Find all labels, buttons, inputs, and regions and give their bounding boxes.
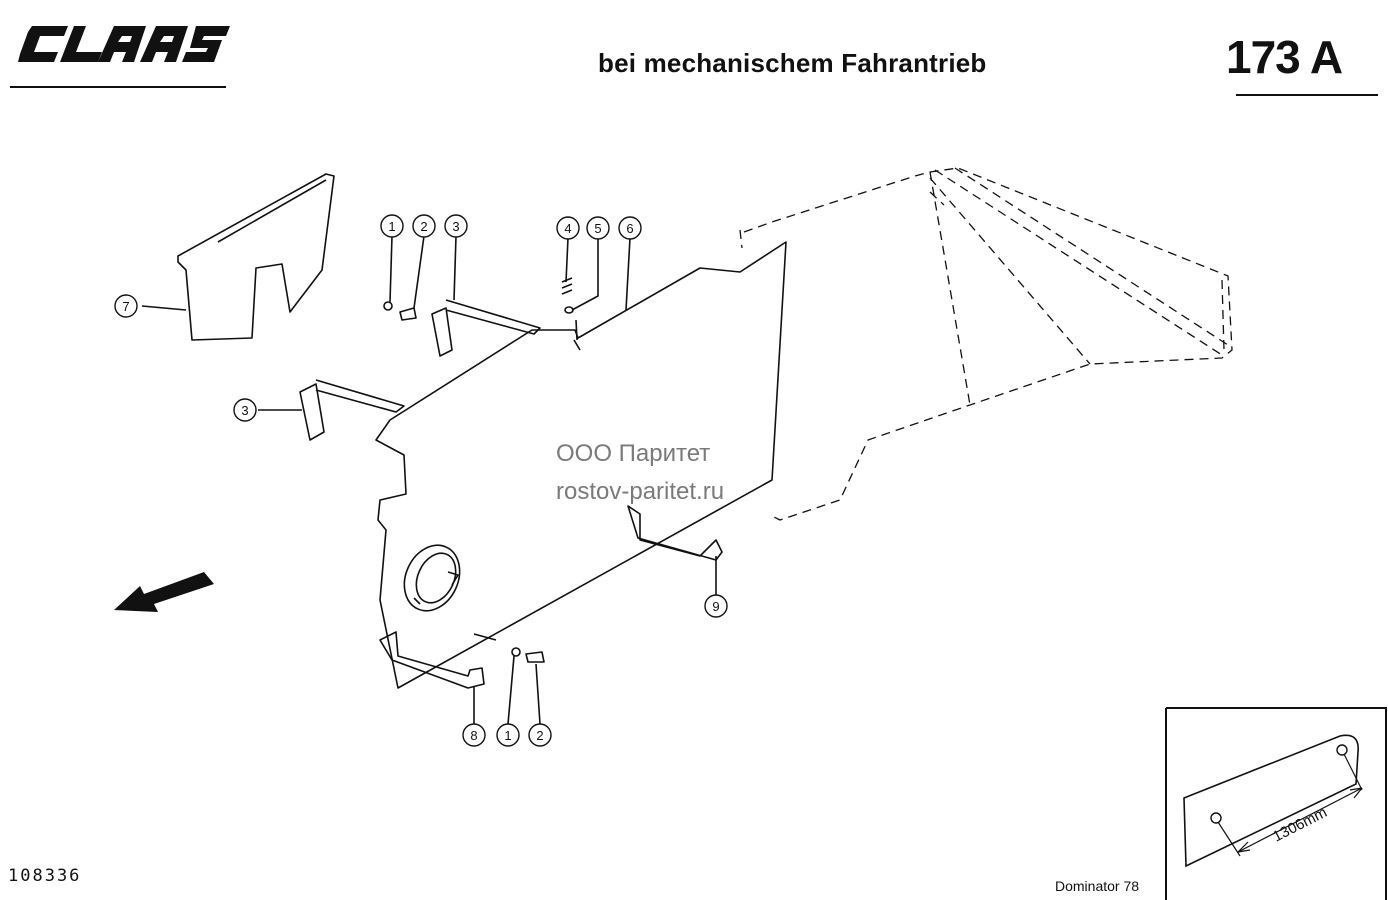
drawing-number: 108336 bbox=[8, 866, 82, 886]
callout-8: 8 bbox=[470, 728, 477, 743]
watermark-url: rostov-paritet.ru bbox=[556, 478, 725, 505]
part-9-bracket bbox=[627, 505, 723, 561]
part-7-cover bbox=[177, 173, 335, 341]
callout-1: 1 bbox=[388, 219, 395, 234]
page-number-underline bbox=[1236, 94, 1378, 96]
callout-7: 7 bbox=[122, 299, 129, 314]
inset-detail: 1306mm bbox=[1165, 707, 1387, 900]
watermark-company: ООО Паритет bbox=[556, 440, 711, 467]
callout-5: 5 bbox=[594, 221, 601, 236]
callout-2: 2 bbox=[420, 219, 427, 234]
part-8-bracket bbox=[379, 631, 485, 689]
callout-9: 9 bbox=[712, 599, 719, 614]
claas-logo bbox=[18, 26, 230, 62]
cover-plate bbox=[375, 241, 787, 689]
part-3-bracket-left bbox=[299, 379, 405, 441]
callout-2-lower: 2 bbox=[536, 728, 543, 743]
logo-underline bbox=[10, 86, 226, 88]
model-name: Dominator 78 bbox=[1055, 878, 1140, 894]
callout-4: 4 bbox=[564, 221, 571, 236]
callout-1-lower: 1 bbox=[504, 728, 511, 743]
callout-3-left: 3 bbox=[241, 403, 248, 418]
part-3-bracket-upper bbox=[431, 299, 541, 357]
inspection-opening bbox=[403, 544, 461, 612]
page-title: bei mechanischem Fahrantrieb bbox=[598, 48, 987, 78]
callout-3: 3 bbox=[452, 219, 459, 234]
callout-6: 6 bbox=[626, 221, 633, 236]
direction-arrow bbox=[114, 572, 214, 612]
page-number: 173 A bbox=[1226, 31, 1343, 83]
